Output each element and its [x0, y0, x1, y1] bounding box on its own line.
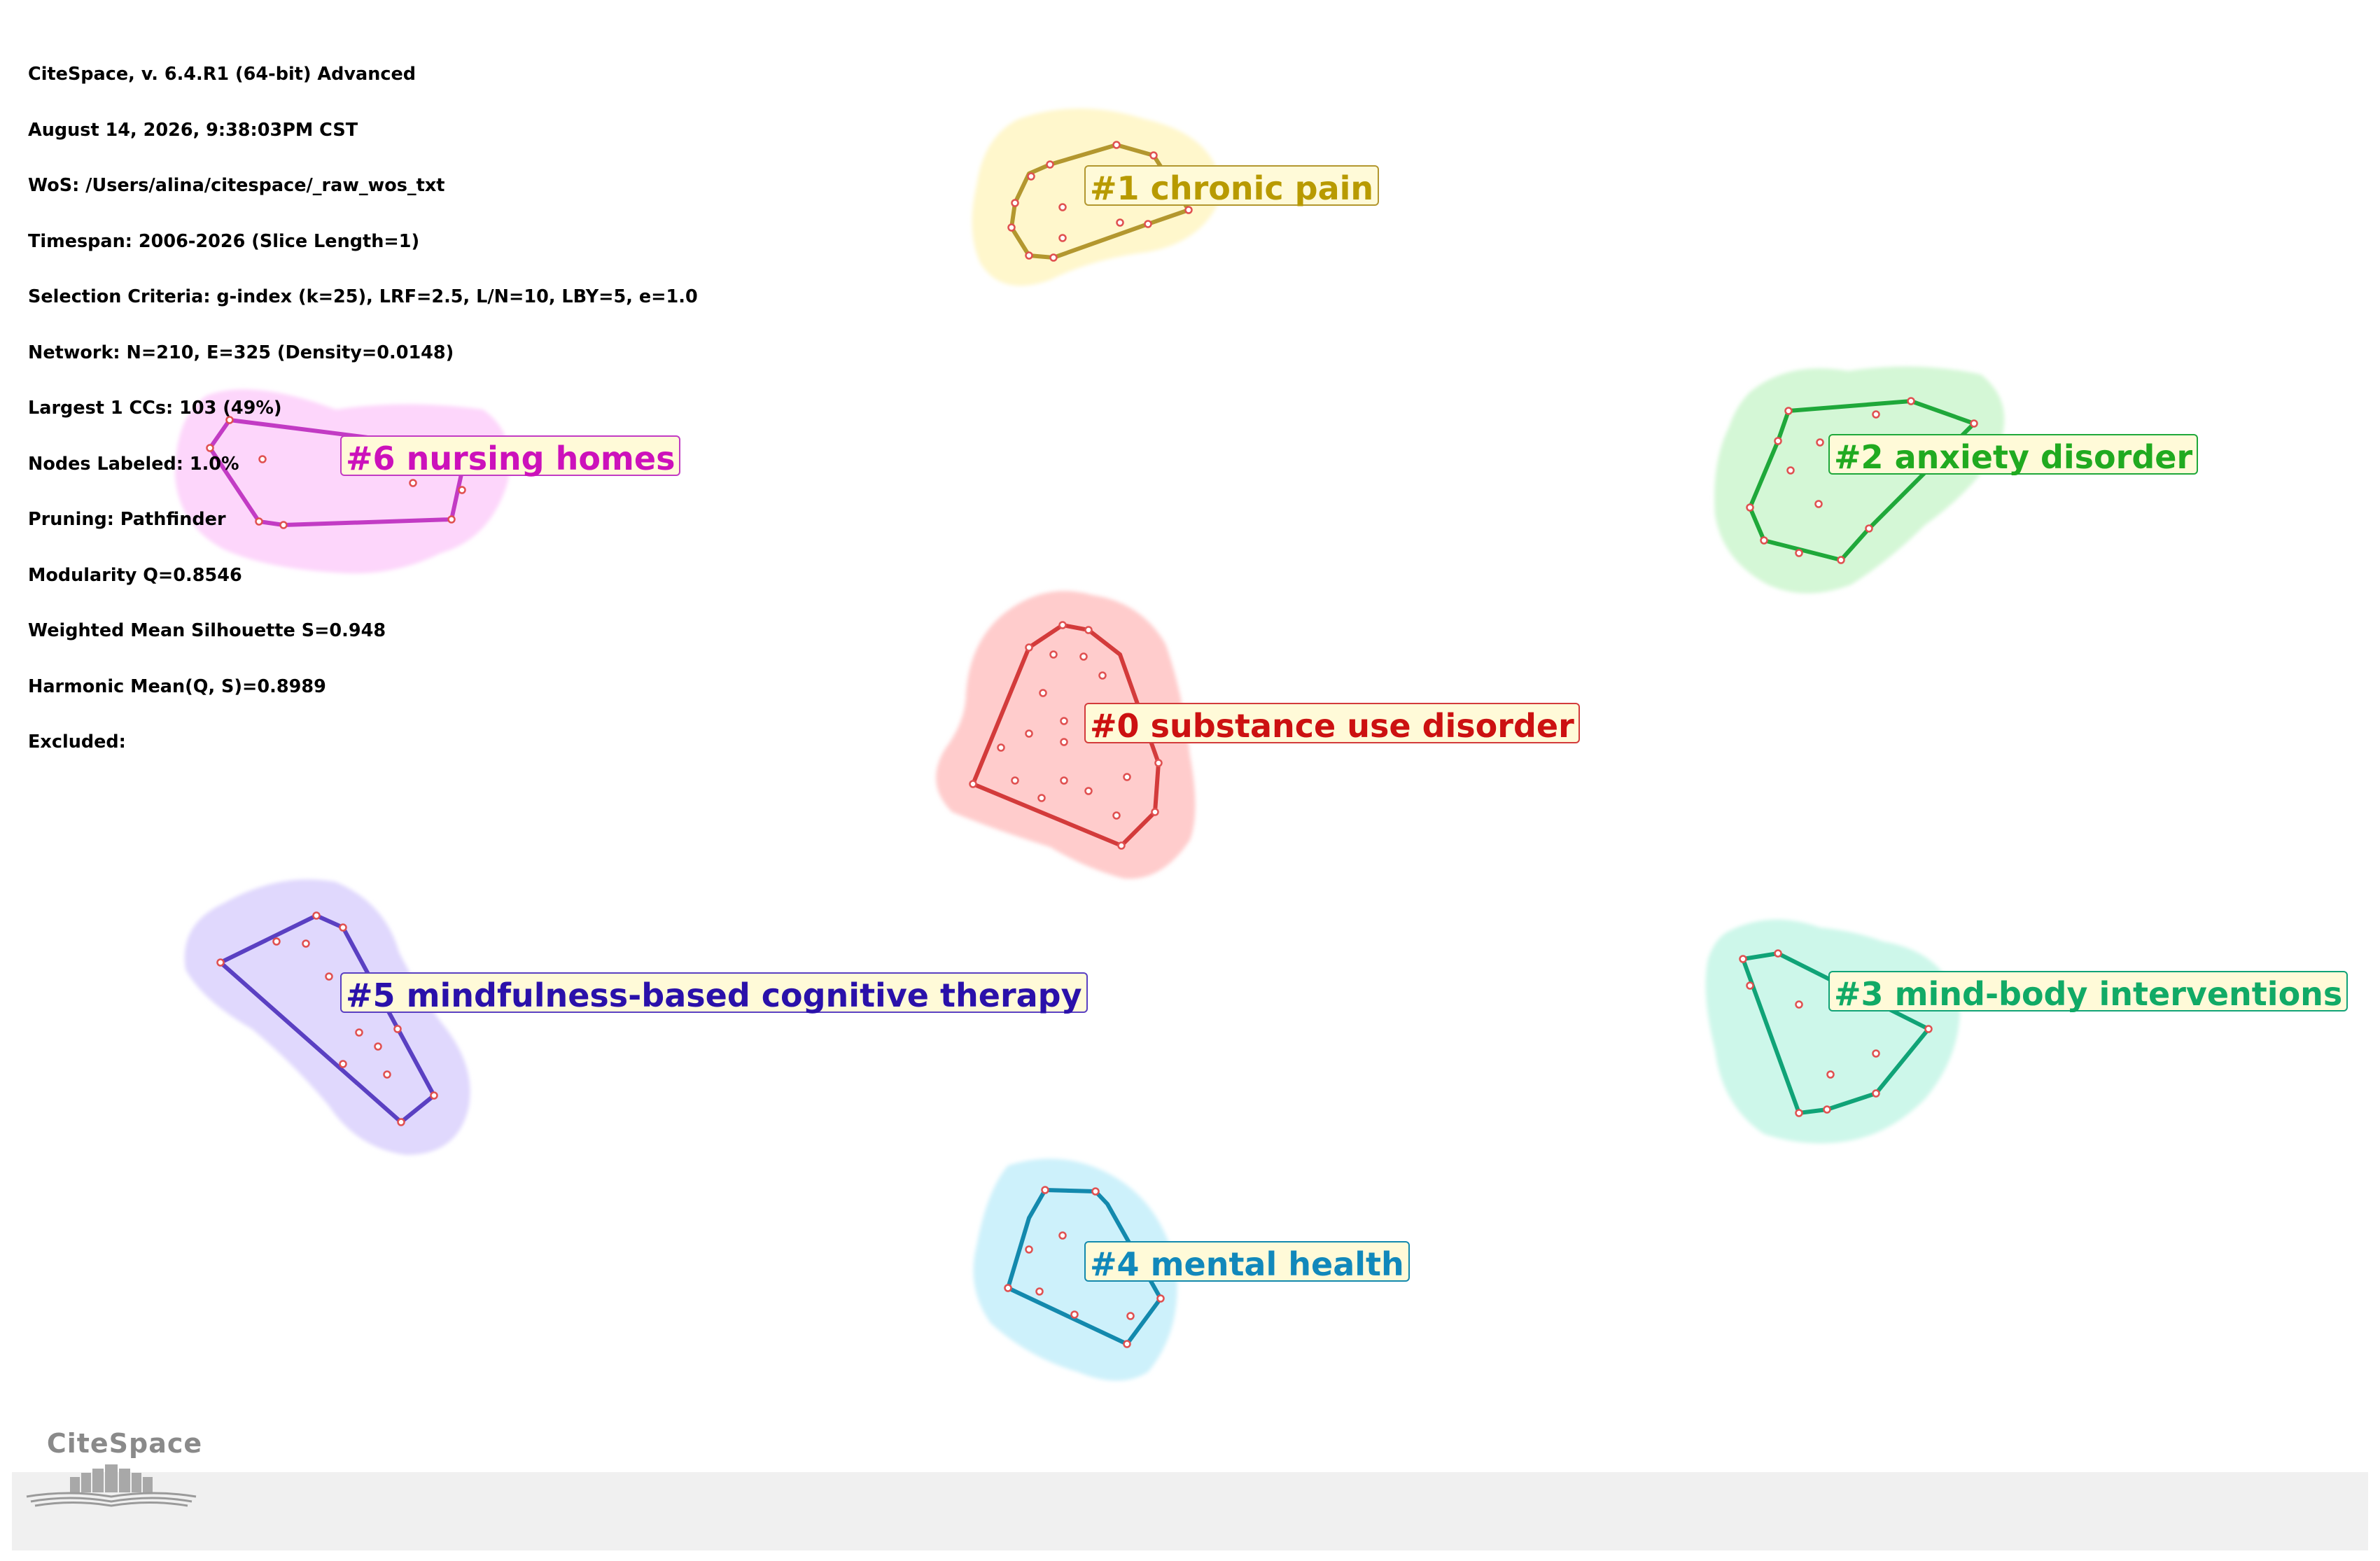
cluster-4-nodes: [1004, 1186, 1165, 1348]
info-line-version: CiteSpace, v. 6.4.R1 (64-bit) Advanced: [28, 64, 416, 85]
cluster-0-substance-use-disorder[interactable]: [936, 591, 1196, 879]
cluster-label-2[interactable]: #2 anxiety disorder: [1828, 434, 2199, 476]
logo-books-icon: [26, 1464, 197, 1507]
cluster-3-nodes: [1739, 949, 1933, 1117]
info-line-harmonic-mean: Harmonic Mean(Q, S)=0.8989: [28, 676, 326, 697]
cluster-0-halo: [936, 591, 1196, 879]
footer-bar: [12, 1472, 2368, 1550]
cluster-label-6[interactable]: #6 nursing homes: [340, 435, 681, 477]
cluster-5-halo: [184, 879, 470, 1155]
cluster-6-nodes: [206, 416, 466, 529]
info-line-network: Network: N=210, E=325 (Density=0.0148): [28, 342, 454, 363]
cluster-1-nodes: [1007, 141, 1193, 262]
cluster-3-mind-body-interventions[interactable]: [1705, 919, 1960, 1144]
info-line-date: August 14, 2026, 9:38:03PM CST: [28, 119, 358, 141]
cluster-2-nodes: [1746, 397, 1978, 564]
cluster-5-nodes: [216, 911, 438, 1126]
cluster-label-1[interactable]: #1 chronic pain: [1084, 165, 1380, 207]
cluster-4-halo: [973, 1158, 1177, 1381]
cluster-label-4[interactable]: #4 mental health: [1084, 1241, 1410, 1283]
logo-text: CiteSpace: [46, 1428, 203, 1459]
cluster-label-3[interactable]: #3 mind-body interventions: [1828, 971, 2348, 1013]
cluster-5-mindfulness-based-cognitive-therapy[interactable]: [184, 879, 470, 1155]
info-line-selection-criteria: Selection Criteria: g-index (k=25), LRF=…: [28, 286, 698, 307]
network-summary-panel: CiteSpace, v. 6.4.R1 (64-bit) Advanced A…: [28, 28, 698, 770]
cluster-2-anxiety-disorder[interactable]: [1714, 366, 2005, 594]
cluster-0-nodes: [969, 621, 1163, 850]
info-line-modularity: Modularity Q=0.8546: [28, 564, 242, 586]
info-line-excluded: Excluded:: [28, 732, 126, 752]
cluster-4-mental-health[interactable]: [973, 1158, 1177, 1381]
cluster-2-halo: [1714, 366, 2005, 594]
info-line-source: WoS: /Users/alina/citespace/_raw_wos_txt: [28, 175, 445, 196]
cluster-label-0[interactable]: #0 substance use disorder: [1084, 703, 1580, 745]
info-line-pruning: Pruning: Pathfinder: [28, 509, 226, 530]
cluster-6-halo: [175, 389, 510, 574]
info-line-largest-cc: Largest 1 CCs: 103 (49%): [28, 398, 282, 419]
citespace-logo: CiteSpace: [20, 1428, 209, 1519]
info-line-silhouette: Weighted Mean Silhouette S=0.948: [28, 620, 386, 641]
info-line-nodes-labeled: Nodes Labeled: 1.0%: [28, 453, 239, 475]
info-line-timespan: Timespan: 2006-2026 (Slice Length=1): [28, 230, 420, 252]
cluster-label-5[interactable]: #5 mindfulness-based cognitive therapy: [340, 972, 1088, 1014]
